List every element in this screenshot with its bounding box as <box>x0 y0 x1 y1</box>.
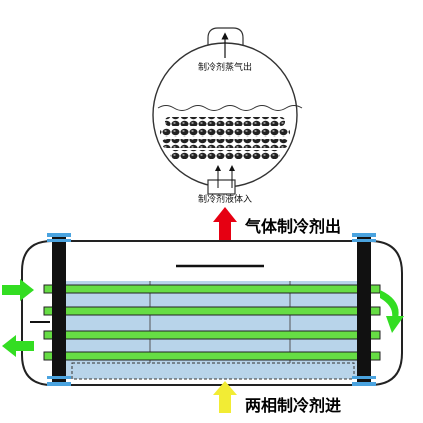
bolt <box>352 239 376 242</box>
drum-tube-bundle-row <box>165 117 285 126</box>
gas-outlet-label: 气体制冷剂出 <box>244 217 341 236</box>
bolt <box>47 233 71 237</box>
shell-bottom-dashed <box>71 362 355 380</box>
bolt <box>352 233 376 237</box>
drum-tube-bundle-row <box>160 128 290 137</box>
shell-and-tube <box>2 233 404 386</box>
arrow-right-icon <box>2 279 34 301</box>
drum-tube-bundle-row <box>170 150 280 159</box>
heat-tube <box>43 351 381 361</box>
bolt <box>47 239 71 242</box>
gas-outlet: 气体制冷剂出 <box>210 207 341 244</box>
bolt <box>47 382 71 386</box>
bolt <box>352 382 376 386</box>
liquid-inlet-label: 制冷剂液体入 <box>198 193 252 205</box>
bolt <box>47 376 71 379</box>
heat-tube <box>43 306 381 316</box>
curved-arrow-icon <box>386 316 404 333</box>
two-phase-inlet: 两相制冷剂进 <box>213 381 341 415</box>
curved-arrow-icon <box>380 290 399 318</box>
heat-tube <box>43 284 381 294</box>
drum-detail: 制冷剂蒸气出 制冷剂液体入 <box>152 27 303 205</box>
two-phase-inlet-label: 两相制冷剂进 <box>245 396 341 415</box>
right-tube-sheet <box>357 236 371 384</box>
heat-tube <box>43 330 381 340</box>
flange-bolts <box>47 233 376 386</box>
drum-liquid-surface <box>157 105 303 111</box>
vapor-outlet-label: 制冷剂蒸气出 <box>198 61 252 73</box>
arrow-left-icon <box>2 335 34 357</box>
left-tube-sheet <box>52 236 66 384</box>
bolt <box>352 376 376 379</box>
drum-tube-bundle-row <box>162 139 288 148</box>
two-phase-arrow-icon <box>213 381 237 413</box>
gas-arrow-icon <box>213 207 237 240</box>
drum-bottom-neck <box>207 179 236 195</box>
